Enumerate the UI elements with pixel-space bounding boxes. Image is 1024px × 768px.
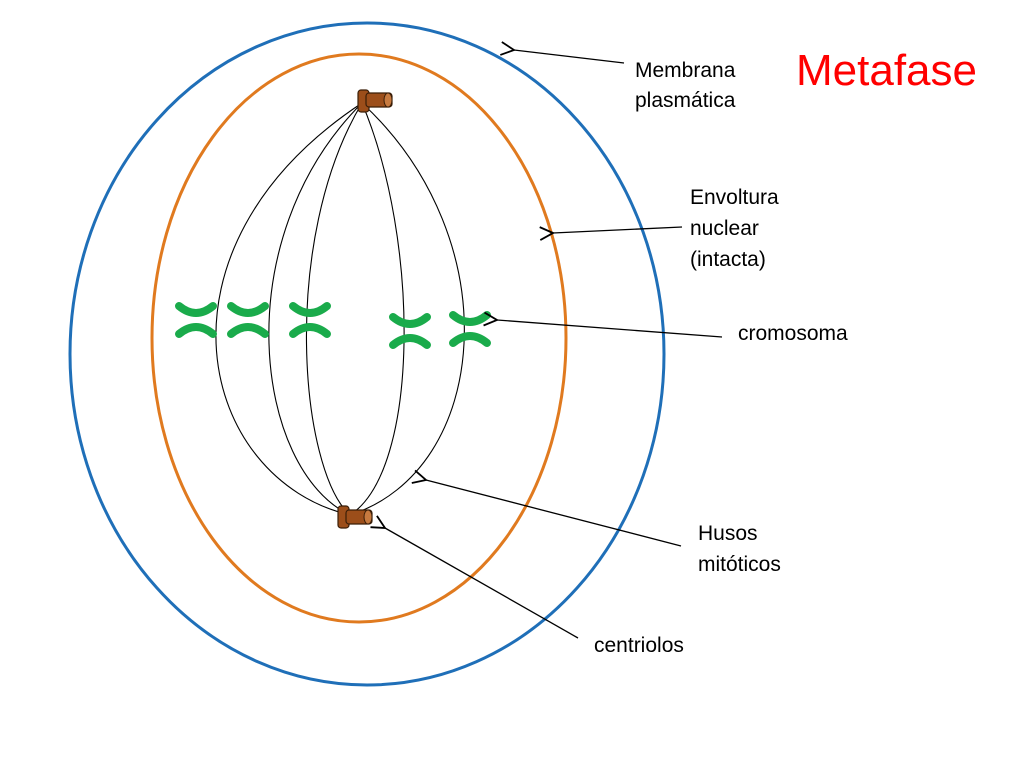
label-cromosoma: cromosoma	[738, 322, 848, 345]
diagram-title: Metafase	[796, 46, 977, 95]
arrow-husos	[426, 480, 682, 547]
chromosome	[449, 311, 491, 347]
spindle-fiber	[268, 102, 363, 516]
label-husos: Husos mitóticos	[698, 522, 781, 576]
spindle-fiber	[349, 102, 405, 516]
arrow-cromosoma	[497, 320, 723, 338]
label-centriolos: centriolos	[594, 634, 684, 657]
nuclear-envelope	[150, 52, 568, 624]
centriole-top	[357, 89, 393, 113]
centriole-bottom	[337, 505, 373, 529]
spindle-fiber	[305, 102, 363, 516]
label-membrana: Membrana plasmática	[635, 59, 741, 112]
chromosomes	[175, 302, 491, 349]
mitotic-spindle	[215, 102, 465, 516]
arrow-envoltura	[553, 227, 683, 233]
chromosome	[175, 302, 217, 338]
pointer-arrows	[385, 50, 723, 639]
label-envoltura: Envoltura nuclear (intacta)	[690, 186, 785, 271]
plasma-membrane	[68, 21, 666, 687]
spindle-fiber	[215, 102, 363, 516]
chromosome	[389, 313, 431, 349]
arrow-centriolos	[385, 528, 579, 639]
arrow-membrana	[514, 50, 625, 64]
chromosome	[227, 302, 269, 338]
spindle-fiber	[349, 102, 465, 516]
chromosome	[289, 302, 331, 338]
